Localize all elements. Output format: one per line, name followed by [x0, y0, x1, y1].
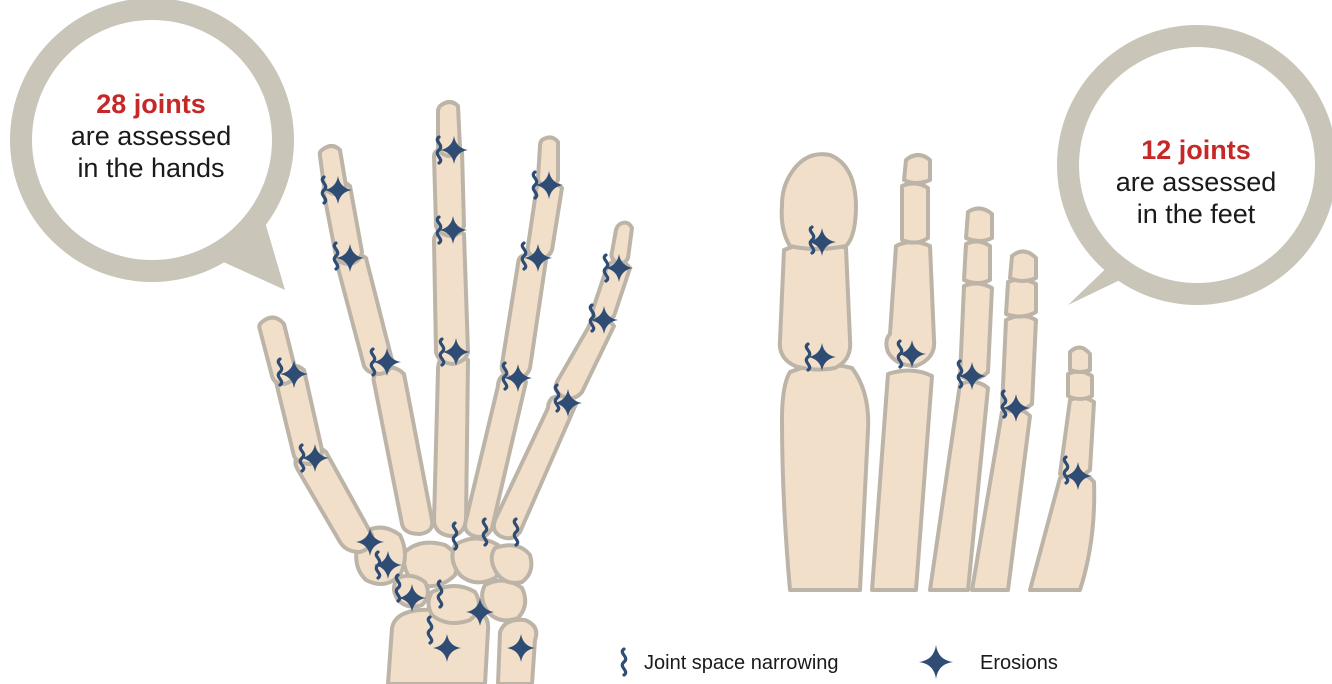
big-toe-metatarsal	[782, 365, 868, 590]
index-metacarpal	[374, 367, 433, 534]
little-phalanx	[556, 319, 614, 398]
carpal-bone	[492, 545, 532, 583]
legend-narrowing-label: Joint space narrowing	[644, 652, 839, 675]
carpal-bone	[482, 581, 525, 621]
squiggle-icon	[622, 649, 625, 675]
foot-skeleton	[780, 154, 1094, 590]
legend-erosion-label: Erosions	[980, 652, 1058, 675]
third-toe-phalanx	[960, 283, 992, 379]
hands-joint-count: 28 joints	[40, 88, 262, 120]
ring-phalanx	[502, 254, 546, 379]
fourth-toe-phalanx	[1002, 316, 1036, 411]
fourth-toe-phalanx	[1006, 279, 1036, 316]
index-phalanx	[337, 253, 392, 374]
big-toe-phalanx	[780, 242, 850, 369]
carpal-bone	[429, 586, 480, 623]
hand-skeleton	[259, 102, 632, 684]
ring-phalanx	[528, 182, 562, 259]
second-toe-tip	[904, 155, 930, 183]
feet-joint-count: 12 joints	[1085, 134, 1307, 166]
little-toe-phalanx	[1060, 397, 1094, 477]
feet-callout-line1: are assessed	[1085, 166, 1307, 198]
four-point-star-icon	[919, 645, 953, 679]
hands-callout-line1: are assessed	[40, 120, 262, 152]
big-toe-tip	[782, 154, 856, 249]
second-toe-metatarsal	[872, 370, 932, 590]
little-toe-metatarsal	[1030, 473, 1094, 590]
little-toe-phalanx	[1068, 371, 1092, 399]
little-tip	[612, 223, 633, 264]
hands-callout-line2: in the hands	[40, 152, 262, 184]
second-toe-phalanx	[902, 183, 928, 242]
callout-feet: 12 joints are assessed in the feet	[1085, 134, 1307, 230]
fourth-toe-tip	[1010, 251, 1036, 281]
middle-phalanx	[434, 228, 468, 364]
little-toe-tip	[1070, 347, 1090, 372]
third-toe-tip	[966, 208, 992, 241]
third-toe-phalanx	[964, 241, 990, 283]
middle-metacarpal	[434, 355, 468, 536]
feet-callout-line2: in the feet	[1085, 198, 1307, 230]
callout-hands: 28 joints are assessed in the hands	[40, 88, 262, 184]
